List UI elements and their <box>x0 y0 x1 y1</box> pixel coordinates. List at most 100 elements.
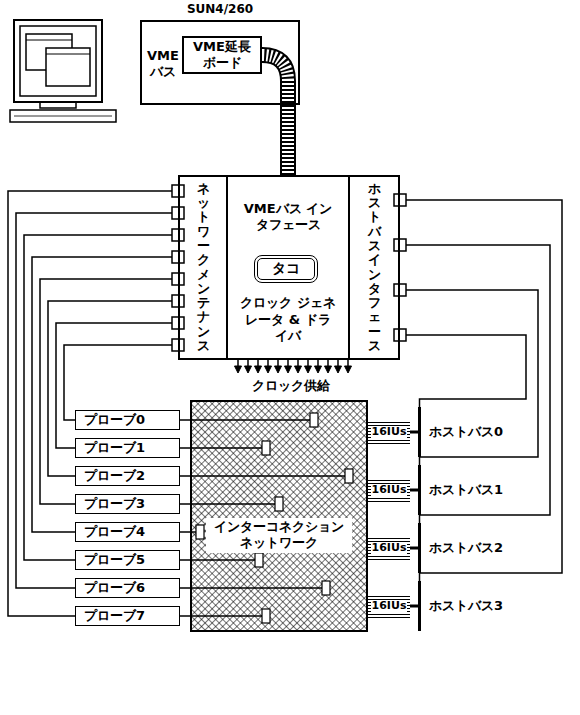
extension-board: VME延長 ボード <box>182 36 262 74</box>
connector <box>180 419 190 421</box>
monitor-icon <box>10 20 116 122</box>
probe-line <box>190 419 310 421</box>
node-text: ホストバス2 <box>429 540 503 556</box>
iu-group: 16IUs <box>368 420 410 444</box>
connector <box>410 547 418 550</box>
connector <box>410 489 418 492</box>
clock-arrow-head <box>265 366 272 373</box>
clock-arrow <box>327 360 329 366</box>
probe-box: プローブ4 <box>75 522 180 542</box>
node-text: VME延長 ボード <box>187 39 257 72</box>
connector <box>410 431 418 434</box>
clock-arrow <box>337 360 339 366</box>
connector <box>180 559 190 561</box>
clock-arrow-head <box>285 366 292 373</box>
vme-interface-section: VMEバス インタフェースクロック ジェネレータ & ドライバタコ <box>228 175 348 360</box>
probe-point <box>310 413 318 427</box>
probe-point <box>196 525 204 539</box>
clock-arrow-head <box>295 366 302 373</box>
probe-line <box>190 503 275 505</box>
clock-arrow-head <box>305 366 312 373</box>
clock-arrow-head <box>335 366 342 373</box>
probe-box: プローブ2 <box>75 466 180 486</box>
connector <box>400 200 562 581</box>
maintenance-section: ネットワーク メンテナンス <box>178 175 228 360</box>
connector <box>32 257 178 532</box>
node-text: ネットワーク メンテナンス <box>197 182 210 354</box>
node-text: プローブ1 <box>84 440 145 456</box>
hostbus-interface-section: ホストバス インタフェース <box>348 175 400 360</box>
cable-body <box>262 55 288 175</box>
clock-arrow-head <box>245 366 252 373</box>
connector <box>180 531 190 533</box>
probe-box: プローブ1 <box>75 438 180 458</box>
node-text: プローブ4 <box>84 524 145 540</box>
port <box>394 194 406 206</box>
probe-line <box>190 475 345 477</box>
iu-group: 16IUs <box>368 478 410 502</box>
node-text: ホストバス3 <box>429 598 503 614</box>
node-text: 16IUs <box>371 542 408 554</box>
connector <box>180 447 190 449</box>
probe-point <box>262 441 270 455</box>
node-text: プローブ0 <box>84 412 145 428</box>
node-text: 16IUs <box>371 426 408 438</box>
node-text: ホストバス1 <box>429 482 503 498</box>
node-text: VMEバス インタフェース <box>240 201 336 234</box>
clock-arrow-head <box>255 366 262 373</box>
probe-line <box>190 559 255 561</box>
host-bus: ホストバス0 <box>418 407 518 457</box>
connector <box>180 587 190 589</box>
node-text: 16IUs <box>371 600 408 612</box>
probe-point <box>345 469 353 483</box>
probe-point <box>255 553 263 567</box>
computer-name: SUN4/260 <box>142 2 298 17</box>
clock-arrow <box>277 360 279 366</box>
clock-arrow <box>297 360 299 366</box>
connector <box>180 503 190 505</box>
connector <box>400 335 526 407</box>
probe-line <box>190 587 322 589</box>
node-text: プローブ7 <box>84 608 145 624</box>
probe-box: プローブ0 <box>75 410 180 430</box>
clock-arrow-head <box>325 366 332 373</box>
host-bus: ホストバス1 <box>418 465 518 515</box>
probe-point <box>322 581 330 595</box>
probe-box: プローブ5 <box>75 550 180 570</box>
clock-arrow <box>287 360 289 366</box>
node-text: プローブ5 <box>84 552 145 568</box>
host-bus: ホストバス3 <box>418 581 518 631</box>
clock-arrow <box>247 360 249 366</box>
port <box>394 284 406 296</box>
connector <box>64 345 178 420</box>
node-text: プローブ3 <box>84 496 145 512</box>
cable-coil <box>262 55 288 175</box>
tako-box: タコ <box>254 255 318 283</box>
connector <box>410 605 418 608</box>
clock-arrow <box>257 360 259 366</box>
connector <box>400 245 550 523</box>
node-text: インターコネクション ネットワーク <box>206 518 352 553</box>
cable <box>262 55 288 175</box>
node-text: ホストバス0 <box>429 424 503 440</box>
probe-box: プローブ6 <box>75 578 180 598</box>
clock-arrow <box>307 360 309 366</box>
clock-arrow <box>237 360 239 366</box>
probe-point <box>262 609 270 623</box>
port <box>394 239 406 251</box>
node-text: プローブ2 <box>84 468 145 484</box>
clock-arrow <box>317 360 319 366</box>
iu-group: 16IUs <box>368 536 410 560</box>
connector <box>180 615 190 617</box>
clock-arrow <box>347 360 349 366</box>
computer-box: SUN4/260VME バスVME延長 ボード <box>140 20 300 105</box>
probe-line <box>190 447 262 449</box>
probe-links <box>190 413 353 623</box>
node-text: タコ <box>272 260 300 278</box>
host-bus: ホストバス2 <box>418 523 518 573</box>
probe-box: プローブ7 <box>75 606 180 626</box>
node-text: ホストバス インタフェース <box>368 182 381 354</box>
port <box>394 329 406 341</box>
probe-line <box>190 615 262 617</box>
